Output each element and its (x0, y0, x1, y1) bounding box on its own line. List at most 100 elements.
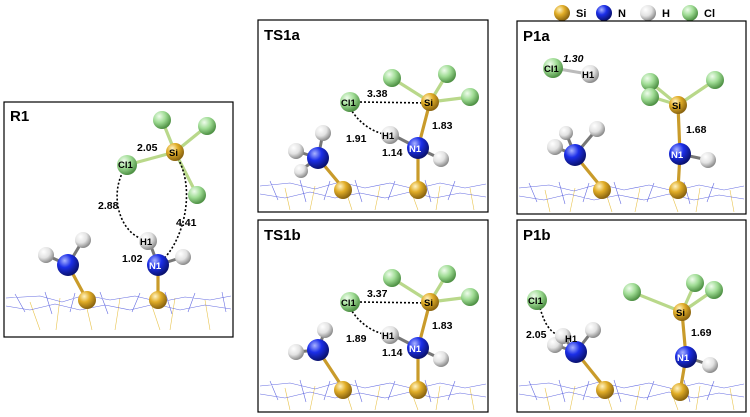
p1b-atom-si-surface-b (671, 383, 689, 401)
ts1a-atom-si (421, 93, 439, 111)
ts1a-atom-h1 (381, 126, 399, 144)
r1-label-h1: H1 (140, 237, 153, 248)
panel-p1b-title: P1b (523, 227, 551, 244)
p1b-atom-cl-c (705, 281, 723, 299)
p1a-atom-cl-a (641, 73, 659, 91)
r1-hbond-cl-h1 (116, 167, 147, 241)
ts1b-atom-cl-b (438, 265, 456, 283)
panel-ts1a-title: TS1a (264, 27, 301, 44)
r1-atom-h1 (139, 232, 157, 250)
ts1a-atom-cl1 (340, 92, 360, 112)
ts1b-atom-h-b (317, 322, 333, 338)
p1b-atom-cl-b (686, 274, 704, 292)
p1b-label-h1: H1 (565, 334, 578, 345)
p1b-atom-h1 (555, 328, 571, 344)
ts1a-atom-cl-b (438, 65, 456, 83)
ts1a-hbond-cl-si (359, 101, 429, 104)
p1b-dist-si-n1: 1.69 (691, 327, 712, 339)
ts1a-atom-n (307, 147, 329, 169)
ts1a-atom-h-a (288, 143, 304, 159)
p1b-surface-lattice (518, 379, 745, 411)
ts1b-atom-si (421, 293, 439, 311)
panel-ts1b-frame (257, 219, 489, 413)
legend-n-swatch (596, 5, 612, 21)
p1a-atom-n1 (669, 143, 691, 165)
legend-cl-swatch (682, 5, 698, 21)
p1b-atom-n1 (675, 346, 697, 368)
ts1a-label-h1: H1 (382, 131, 395, 142)
ts1b-atom-cl-c (461, 288, 479, 306)
r1-atom-h-b (75, 232, 91, 248)
r1-atom-cl1 (117, 155, 137, 175)
ts1b-dist-si-n1: 1.83 (432, 320, 453, 332)
ts1a-atom-si-surface-a (334, 181, 352, 199)
ts1a-dist-h1-n1: 1.14 (382, 147, 403, 159)
ts1a-label-n1: N1 (409, 144, 422, 155)
p1b-dist-cl-h1: 2.05 (526, 329, 547, 341)
r1-atom-si-surface-a (78, 291, 96, 309)
r1-label-si: Si (169, 148, 178, 159)
p1b-atom-cl1 (527, 290, 547, 310)
p1b-label-n1: N1 (677, 353, 690, 364)
ts1b-dist-cl-si: 3.37 (367, 288, 388, 300)
panel-r1-frame (3, 101, 234, 338)
ts1b-surface-lattice (259, 379, 487, 411)
r1-atom-si (166, 143, 184, 161)
p1a-atom-si-surface-a (593, 181, 611, 199)
p1a-atom-si-surface-b (669, 181, 687, 199)
panel-p1a-frame (516, 20, 747, 215)
r1-label-cl1: Cl1 (118, 160, 134, 171)
ts1b-label-si: Si (424, 298, 433, 309)
r1-atom-n1 (147, 254, 169, 276)
ts1b-dist-h1-n1: 1.14 (382, 347, 403, 359)
p1a-atom-h-a (547, 139, 563, 155)
ts1a-atom-h-c (294, 164, 308, 178)
legend-h-label: H (662, 8, 670, 20)
ts1a-dist-si-n1: 1.83 (432, 120, 453, 132)
p1a-atom-h-d (700, 152, 716, 168)
ts1a-atom-cl-a (383, 69, 401, 87)
r1-hbond-si-n1 (159, 154, 188, 263)
panel-p1b: P1b Cl1 H1 Si (516, 219, 747, 413)
ts1a-label-si: Si (424, 98, 433, 109)
r1-dist-cl-si: 2.05 (137, 142, 158, 154)
ts1b-label-n1: N1 (409, 344, 422, 355)
ts1a-atom-h-d (433, 151, 449, 167)
ts1b-atom-h-d (433, 351, 449, 367)
p1a-label-cl1: Cl1 (544, 64, 560, 75)
p1a-atom-cl-c (706, 71, 724, 89)
r1-dist-cl-h1: 2.88 (98, 200, 119, 212)
ts1b-label-cl1: Cl1 (341, 298, 357, 309)
legend-si-label: Si (576, 8, 586, 20)
p1b-atom-cl-a (623, 283, 641, 301)
p1a-label-si: Si (672, 101, 681, 112)
p1b-atom-h-b (585, 322, 601, 338)
ts1a-dist-cl-h1: 1.91 (346, 133, 367, 145)
ts1b-atom-cl1 (340, 292, 360, 312)
panel-ts1b: TS1b Cl1 Si (257, 219, 489, 413)
r1-atom-cl-c (188, 186, 206, 204)
legend-n-label: N (618, 8, 626, 20)
legend-cl-label: Cl (704, 8, 715, 20)
p1a-atom-h-b (589, 121, 605, 137)
panel-p1a: P1a Cl1 H1 (516, 20, 747, 215)
ts1b-atom-cl-a (383, 269, 401, 287)
r1-atom-cl-a (153, 111, 171, 129)
p1b-label-si: Si (676, 308, 685, 319)
panel-ts1a-frame (257, 19, 489, 213)
ts1a-label-cl1: Cl1 (341, 98, 357, 109)
p1a-label-h1: H1 (582, 70, 595, 81)
p1a-atom-si (669, 96, 687, 114)
r1-atom-h-a (38, 247, 54, 263)
r1-atom-cl-b (198, 117, 216, 135)
p1b-atom-n (565, 341, 587, 363)
ts1b-hbond-cl-si (359, 301, 429, 304)
r1-atom-si-surface-b (149, 291, 167, 309)
p1a-atom-h-c (559, 126, 573, 140)
r1-atom-n (57, 254, 79, 276)
panel-ts1a: TS1a (257, 19, 489, 213)
ts1a-dist-cl-si: 3.38 (367, 88, 388, 100)
legend: Si N H Cl (554, 5, 715, 21)
panel-p1a-title: P1a (523, 28, 550, 45)
